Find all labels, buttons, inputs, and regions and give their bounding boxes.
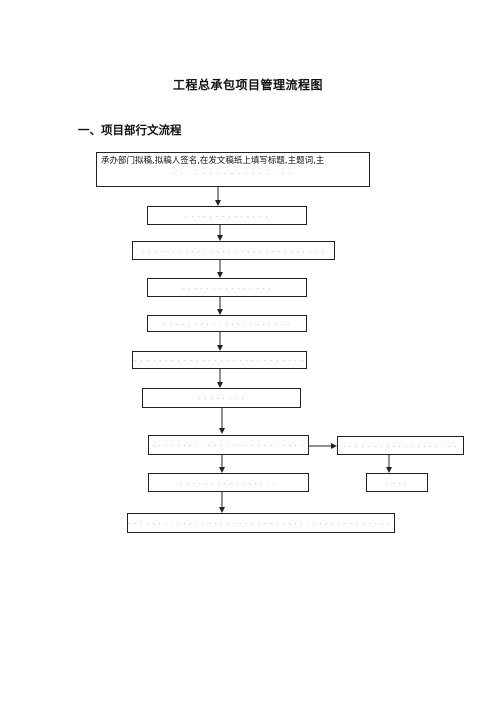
flow-step-10-text: . . . . . . . . . . . . . . . . . . . . … xyxy=(128,520,395,526)
flow-step-2: . . . . . . . . . . . . . . xyxy=(147,206,307,225)
flow-step-7: . . . . . . . . xyxy=(142,388,301,408)
flow-step-8-side: . . . . . . . . . . . . . . . . . . . xyxy=(337,436,464,455)
flow-step-9-side: . . . . xyxy=(366,473,428,492)
flow-step-10: . . . . . . . . . . . . . . . . . . . . … xyxy=(127,513,395,533)
document-title: 工程总承包项目管理流程图 xyxy=(172,78,323,92)
flow-step-7-text: . . . . . . . . xyxy=(198,395,245,401)
flow-step-3: . . . . . . . . . . . . . . . . . . . . … xyxy=(132,241,335,260)
flow-step-8-text: . . . . . . . . . . . . . . . . . . . . … xyxy=(152,442,305,448)
flow-step-8-side-text: . . . . . . . . . . . . . . . . . . . xyxy=(343,442,458,449)
flow-step-6-text: . . . . . . . . . . . . . . . . . . . . … xyxy=(134,357,305,363)
flow-step-2-text: . . . . . . . . . . . . . . xyxy=(185,212,269,219)
flow-step-6: . . . . . . . . . . . . . . . . . . . . … xyxy=(132,351,307,369)
flow-step-3-text: . . . . . . . . . . . . . . . . . . . . … xyxy=(142,247,325,254)
flow-step-9: . . . . . . . . . . . . . . . . xyxy=(148,473,309,492)
flow-step-1-text-faint: . . . . . . . . . . . . . . . . . xyxy=(173,170,293,176)
flow-step-5-text: . . . . . . . . . . . . . . . . . . . . … xyxy=(163,320,291,327)
flow-step-4-text: . . . . . . . . . . . . . . . xyxy=(182,284,272,291)
flow-step-8: . . . . . . . . . . . . . . . . . . . . … xyxy=(148,435,309,455)
flow-step-1-text: 承办部门拟稿,拟稿人签名,在发文稿纸上填写标题,主题词,主 xyxy=(101,156,325,166)
flow-step-5: . . . . . . . . . . . . . . . . . . . . … xyxy=(147,315,307,332)
flow-step-9-side-text: . . . . xyxy=(386,479,408,486)
flow-step-9-text: . . . . . . . . . . . . . . . . xyxy=(180,479,277,486)
section-heading: 一、项目部行文流程 xyxy=(78,123,182,137)
flow-step-1-draft: 承办部门拟稿,拟稿人签名,在发文稿纸上填写标题,主题词,主 . . . . . … xyxy=(96,152,370,187)
flow-step-4: . . . . . . . . . . . . . . . xyxy=(147,278,307,297)
